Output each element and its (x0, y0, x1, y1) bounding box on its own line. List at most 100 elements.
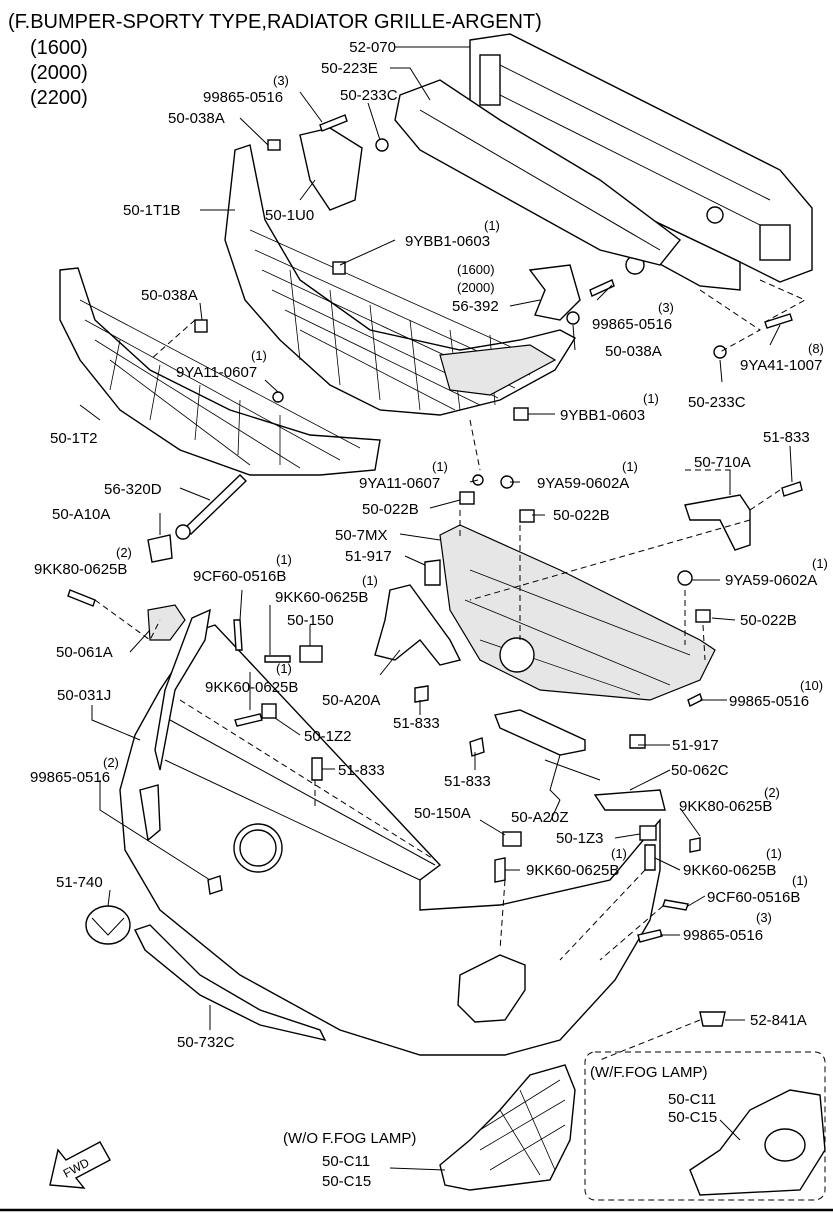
side-bracket-56-392 (528, 264, 581, 321)
label-9kk60-d: 9KK60-0625B (683, 862, 776, 879)
label-50-a10a: 50-A10A (52, 506, 110, 523)
label-50-7mx: 50-7MX (335, 527, 388, 544)
part-labels: 52-070 50-223E 50-233C (3) 99865-0516 50… (30, 39, 828, 1051)
label-9ybb1-mid: 9YBB1-0603 (560, 407, 645, 424)
qty-9kk60-b: (1) (276, 661, 292, 676)
label-99865-left: 99865-0516 (30, 769, 110, 786)
label-50-1z2: 50-1Z2 (304, 728, 352, 745)
label-9ya41: 9YA41-1007 (740, 357, 822, 374)
label-50-038a-mid: 50-038A (605, 343, 662, 360)
label-9cf60-mid: 9CF60-0516B (193, 568, 286, 585)
fog-lamp-box (584, 1051, 826, 1201)
label-9kk60-c: 9KK60-0625B (526, 862, 619, 879)
label-50-038a-left: 50-038A (141, 287, 198, 304)
label-51-917-low: 51-917 (672, 737, 719, 754)
side-bracket-50-1u0 (299, 127, 363, 211)
fog-bezel-with-lamp (689, 1089, 826, 1196)
label-50-061a: 50-061A (56, 644, 113, 661)
label-51-917-top: 51-917 (345, 548, 392, 565)
qty-9ybb1-mid: (1) (643, 391, 659, 406)
label-9kk60-b: 9KK60-0625B (205, 679, 298, 696)
label-50-1t2: 50-1T2 (50, 430, 98, 447)
diagram-title: (F.BUMPER-SPORTY TYPE,RADIATOR GRILLE-AR… (8, 11, 542, 33)
label-50-a20z: 50-A20Z (511, 809, 569, 826)
label-50-062c: 50-062C (671, 762, 729, 779)
qty-9kk60-d: (1) (766, 846, 782, 861)
side-trim (147, 604, 211, 771)
label-9cf60-right: 9CF60-0516B (707, 889, 800, 906)
variant-56-392-2000: (2000) (457, 280, 495, 295)
qty-9ya41: (8) (808, 341, 824, 356)
label-50-732c: 50-732C (177, 1034, 235, 1051)
label-50-710a: 50-710A (694, 454, 751, 471)
energy-absorber (394, 79, 681, 266)
label-9ya11-left: 9YA11-0607 (176, 364, 257, 381)
label-99865-low: 99865-0516 (683, 927, 763, 944)
fog-box-title: (W/F.FOG LAMP) (590, 1064, 708, 1081)
fog-outside-part2: 50-C15 (322, 1173, 371, 1190)
label-51-833-mid: 51-833 (393, 715, 440, 732)
qty-99865-top: (3) (273, 73, 289, 88)
label-99865-top: 99865-0516 (203, 89, 283, 106)
qty-99865-low: (3) (756, 910, 772, 925)
variant-2000: (2000) (30, 62, 88, 84)
qty-9ya11-left: (1) (251, 348, 267, 363)
label-50-223e: 50-223E (321, 60, 378, 77)
label-9ybb1-top: 9YBB1-0603 (405, 233, 490, 250)
label-51-833-left: 51-833 (338, 762, 385, 779)
label-51-740: 51-740 (56, 874, 103, 891)
label-9ya59-right: 9YA59-0602A (725, 572, 817, 589)
label-51-833-lowmid: 51-833 (444, 773, 491, 790)
qty-99865-right: (10) (800, 678, 823, 693)
upper-absorber (439, 524, 716, 701)
qty-99865-mid: (3) (658, 300, 674, 315)
bracket-a20z (494, 709, 601, 801)
qty-9ya59-top: (1) (622, 459, 638, 474)
label-50-150: 50-150 (287, 612, 334, 629)
tow-hook (175, 474, 247, 540)
label-9kk80-right: 9KK80-0625B (679, 798, 772, 815)
label-99865-right: 99865-0516 (729, 693, 809, 710)
label-50-038a-top: 50-038A (168, 110, 225, 127)
fog-labels: (W/F.FOG LAMP) 50-C11 50-C15 (W/O F.FOG … (283, 1064, 717, 1190)
qty-9kk80-right: (2) (764, 785, 780, 800)
fog-outside-title: (W/O F.FOG LAMP) (283, 1130, 416, 1147)
label-52-841a: 52-841A (750, 1012, 807, 1029)
label-50-022b-right: 50-022B (740, 612, 797, 629)
variant-1600: (1600) (30, 37, 88, 59)
label-99865-mid: 99865-0516 (592, 316, 672, 333)
bumper-fascia (119, 624, 661, 1056)
fog-box-part2: 50-C15 (668, 1109, 717, 1126)
label-50-031j: 50-031J (57, 687, 111, 704)
label-50-150a: 50-150A (414, 805, 471, 822)
label-52-070: 52-070 (349, 39, 396, 56)
label-50-a20a: 50-A20A (322, 692, 380, 709)
bracket-a20a (374, 584, 462, 666)
label-9ya11-mid: 9YA11-0607 (359, 475, 440, 492)
lower-grille (59, 267, 381, 476)
forward-direction-icon: FWD (49, 1141, 111, 1189)
qty-9ya11-mid: (1) (432, 459, 448, 474)
qty-9ya59-right: (1) (812, 556, 828, 571)
qty-9cf60-right: (1) (792, 873, 808, 888)
label-50-1u0: 50-1U0 (265, 207, 314, 224)
fog-bezel-without-lamp (439, 1064, 576, 1191)
label-56-392: 56-392 (452, 298, 499, 315)
qty-9ybb1-top: (1) (484, 218, 500, 233)
label-9kk80-left: 9KK80-0625B (34, 561, 127, 578)
label-50-1z3: 50-1Z3 (556, 830, 604, 847)
fog-outside-part1: 50-C11 (322, 1153, 370, 1170)
label-50-233c-top: 50-233C (340, 87, 398, 104)
leader-lines (79, 46, 807, 1171)
radiator-grille (224, 144, 576, 416)
variant-56-392-1600: (1600) (457, 262, 495, 277)
label-50-1t1b: 50-1T1B (123, 202, 181, 219)
qty-9kk60-a: (1) (362, 573, 378, 588)
qty-9kk80-left: (2) (116, 545, 132, 560)
qty-9cf60-mid: (1) (276, 552, 292, 567)
label-56-320d: 56-320D (104, 481, 162, 498)
qty-9kk60-c: (1) (611, 846, 627, 861)
label-50-233c-right: 50-233C (688, 394, 746, 411)
tow-hook-cover (147, 534, 173, 563)
